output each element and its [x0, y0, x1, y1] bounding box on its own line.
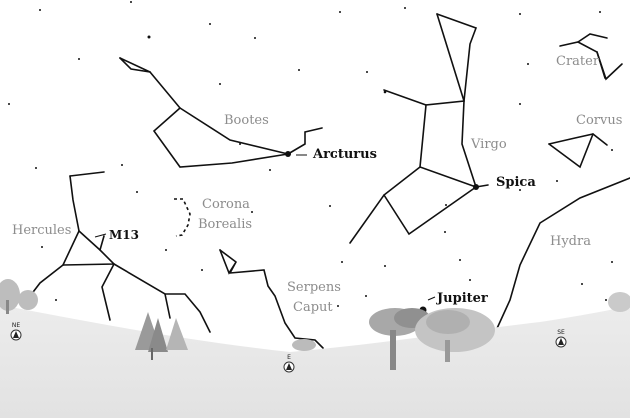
small-tree-icon — [292, 339, 316, 351]
direction-e-label: E — [287, 354, 291, 361]
horizon-ground — [0, 305, 630, 418]
hydra-lines — [493, 177, 630, 336]
large-trees-icon — [369, 308, 495, 370]
virgo-lines — [349, 13, 489, 244]
label-serpens-2: Caput — [293, 300, 333, 315]
label-hydra: Hydra — [550, 234, 591, 249]
direction-ne-label: NE — [12, 322, 20, 329]
label-hercules: Hercules — [12, 223, 71, 238]
bootes-lines — [119, 57, 323, 168]
label-m13: M13 — [109, 228, 139, 242]
label-corvus: Corvus — [576, 113, 622, 128]
label-spica: Spica — [496, 175, 536, 190]
crater-lines — [559, 33, 623, 81]
label-serpens-1: Serpens — [287, 280, 341, 295]
direction-ne: NE — [10, 322, 22, 341]
label-crater: Crater — [556, 54, 600, 69]
label-bootes: Bootes — [224, 113, 269, 128]
direction-e: E — [283, 354, 295, 373]
label-jupiter: Jupiter — [436, 291, 488, 306]
label-arcturus: Arcturus — [312, 147, 377, 162]
hercules-lines — [26, 171, 211, 333]
direction-se: SE — [555, 329, 567, 348]
corona-borealis-lines — [174, 198, 191, 237]
background-stars — [7, 1, 613, 307]
label-corona-1: Corona — [202, 197, 250, 212]
tree-left-icon — [0, 279, 38, 314]
label-corona-2: Borealis — [198, 217, 252, 232]
pine-trees-icon — [135, 312, 188, 360]
label-virgo: Virgo — [470, 137, 507, 152]
direction-se-label: SE — [557, 329, 565, 336]
corvus-lines — [548, 133, 608, 169]
serpens-caput-lines — [219, 249, 324, 349]
tree-right-icon — [608, 292, 630, 312]
